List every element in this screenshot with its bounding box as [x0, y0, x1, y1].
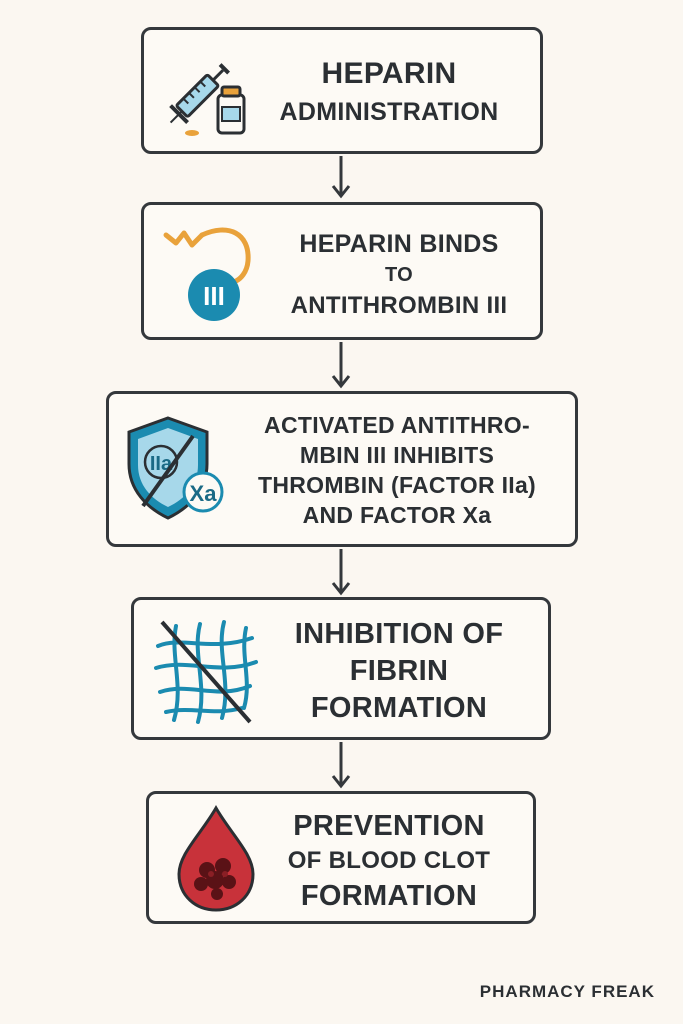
factor-xa-label: Xa	[190, 481, 218, 506]
step-4-line-2: FIBRIN	[349, 655, 449, 687]
heparin-antithrombin-icon: III	[163, 227, 251, 321]
step-3-line-4: AND FACTOR Xa	[302, 502, 492, 528]
step-3-line-3: THROMBIN (FACTOR IIa)	[257, 472, 537, 498]
step-3-box: IIa Xa ACTIVATED ANTITHRO- MBIN III INHI…	[106, 391, 578, 547]
step-5-line-3: FORMATION	[300, 880, 478, 912]
antithrombin-label: III	[203, 281, 225, 311]
step-2-line-3: ANTITHROMBIN III	[290, 292, 508, 319]
flow-arrow-3	[331, 549, 351, 596]
fibrin-mesh-icon	[154, 620, 258, 724]
step-1-line-2: ADMINISTRATION	[279, 98, 499, 126]
syringe-vial-icon	[169, 63, 246, 136]
step-4-box: INHIBITION OF FIBRIN FORMATION	[131, 597, 551, 740]
step-1-box: HEPARIN ADMINISTRATION	[141, 27, 543, 154]
step-1-text: HEPARIN ADMINISTRATION	[249, 54, 529, 130]
step-5-line-1: PREVENTION	[293, 810, 485, 842]
step-2-box: III HEPARIN BINDS TO ANTITHROMBIN III	[141, 202, 543, 340]
step-5-line-2: OF BLOOD CLOT	[287, 847, 491, 874]
step-4-line-3: FORMATION	[310, 692, 488, 724]
footer-brand: PHARMACY FREAK	[479, 982, 655, 1001]
step-4-text: INHIBITION OF FIBRIN FORMATION	[259, 616, 539, 727]
step-3-line-1: ACTIVATED ANTITHRO-	[264, 412, 530, 438]
step-3-line-2: MBIN III INHIBITS	[299, 442, 495, 468]
step-5-text: PREVENTION OF BLOOD CLOT FORMATION	[254, 808, 524, 914]
step-2-text: HEPARIN BINDS TO ANTITHROMBIN III	[259, 227, 539, 323]
step-2-line-2: TO	[384, 264, 413, 286]
step-5-box: PREVENTION OF BLOOD CLOT FORMATION	[146, 791, 536, 924]
flow-arrow-2	[331, 342, 351, 389]
blood-drop-icon	[177, 804, 255, 912]
step-3-text: ACTIVATED ANTITHRO- MBIN III INHIBITS TH…	[227, 410, 567, 530]
step-2-line-1: HEPARIN BINDS	[299, 230, 499, 258]
shield-factor-icon: IIa Xa	[127, 416, 224, 520]
flow-arrow-1	[331, 156, 351, 199]
step-1-line-1: HEPARIN	[321, 57, 457, 90]
step-4-line-1: INHIBITION OF	[294, 618, 504, 650]
flow-arrow-4	[331, 742, 351, 789]
